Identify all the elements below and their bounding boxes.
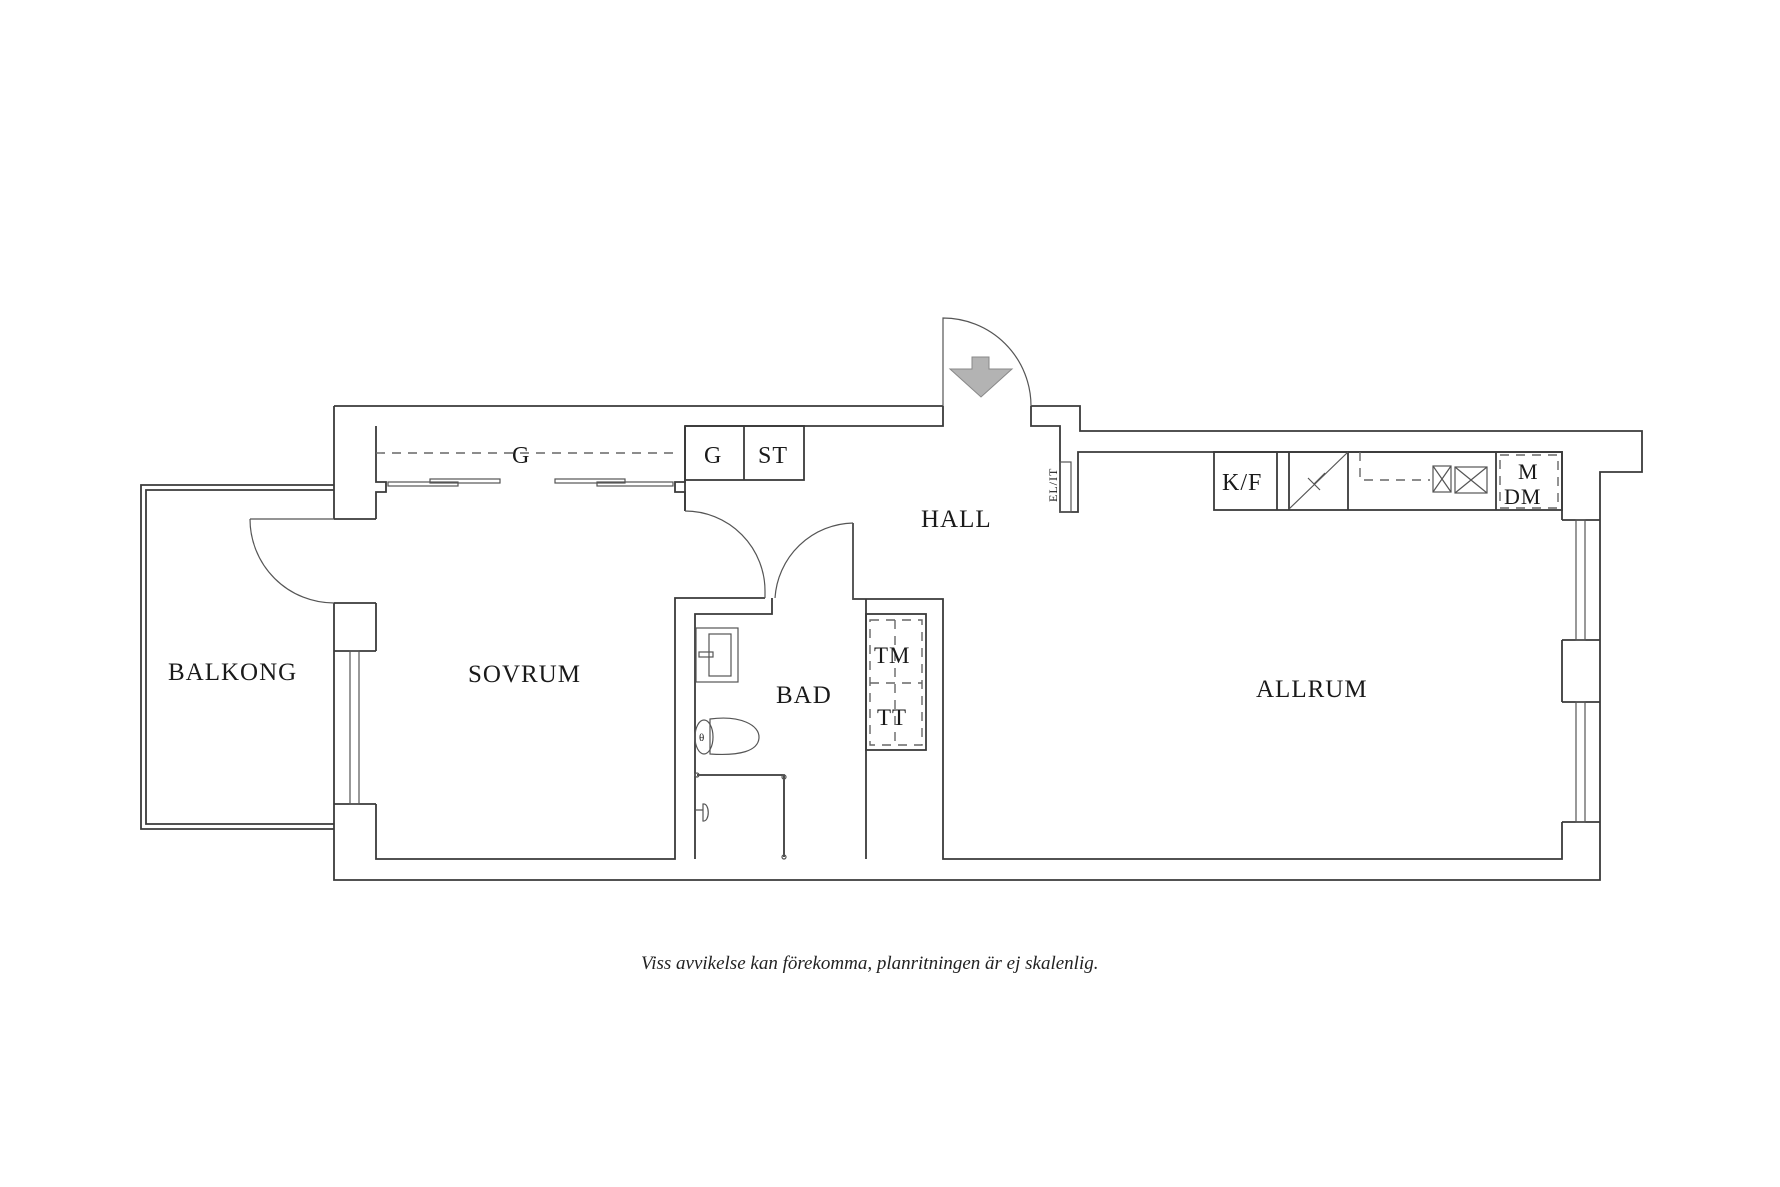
fixture-label-m: M	[1518, 459, 1539, 484]
room-label-allrum: ALLRUM	[1256, 676, 1368, 703]
shower-head-icon	[696, 803, 709, 822]
room-label-bad: BAD	[776, 682, 832, 709]
bad-door-swing	[774, 522, 854, 599]
room-label-hall: HALL	[921, 506, 992, 533]
room-label-balkong: BALKONG	[168, 659, 297, 686]
fixture-label-kf: K/F	[1222, 470, 1262, 496]
el-it-panel	[1059, 461, 1072, 513]
disclaimer-caption: Viss avvikelse kan förekomma, planritnin…	[641, 953, 1098, 974]
inner-walls	[334, 406, 1600, 860]
fixture-label-el-it: EL/IT	[1046, 468, 1060, 502]
kitchen-counter	[1213, 451, 1563, 511]
fixture-label-storage: ST	[758, 443, 788, 469]
outer-walls	[333, 405, 1643, 881]
bathroom-fixtures: θ	[694, 627, 787, 860]
hall-storage	[684, 425, 805, 481]
wardrobe-sovrum	[376, 452, 675, 487]
fixture-label-tt: TT	[877, 705, 907, 730]
room-label-sovrum: SOVRUM	[468, 661, 581, 688]
washbasin-icon	[695, 627, 739, 683]
entrance-arrow-icon	[948, 356, 1014, 398]
fixture-label-wardrobe-sovrum: G	[512, 443, 530, 469]
fixture-label-dm: DM	[1504, 484, 1541, 509]
sink-icon-2	[1454, 466, 1488, 494]
stove-icon	[1288, 451, 1349, 510]
toilet-icon	[709, 717, 760, 756]
sovrum-door-swing	[684, 510, 766, 598]
svg-text:θ: θ	[699, 732, 705, 744]
entrance-door-swing	[942, 317, 1032, 407]
balcony-door-swing	[249, 518, 335, 604]
fixture-label-wardrobe-hall: G	[704, 443, 722, 469]
balcony	[140, 484, 335, 830]
shower-screen	[697, 774, 785, 857]
fixture-label-tm: TM	[874, 643, 911, 668]
sink-icon	[1432, 465, 1452, 493]
laundry-unit	[865, 613, 927, 751]
